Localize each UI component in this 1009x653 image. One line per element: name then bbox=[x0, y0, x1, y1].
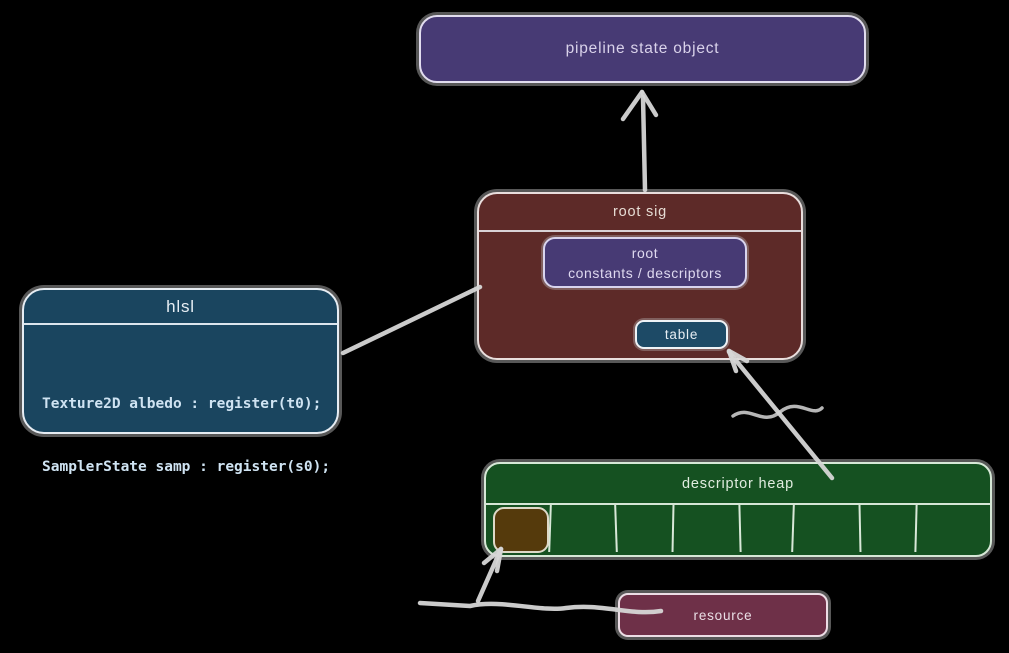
root-sig-title: root sig bbox=[613, 204, 667, 220]
heap-cell-divider bbox=[914, 504, 918, 553]
heap-cell-divider bbox=[858, 504, 862, 553]
heap-cell-divider bbox=[791, 504, 795, 553]
node-pipeline-state-object: pipeline state object bbox=[419, 15, 866, 83]
root-constants-line2: constants / descriptors bbox=[568, 264, 722, 281]
hlsl-code-line: Texture2D albedo : register(t0); bbox=[42, 396, 322, 412]
hlsl-code-line: SamplerState samp : register(s0); bbox=[42, 459, 331, 475]
descriptor-heap-divider bbox=[486, 503, 990, 505]
hlsl-divider bbox=[24, 323, 337, 325]
hlsl-code-block: Texture2D albedo : register(t0); Sampler… bbox=[42, 352, 330, 520]
heap-cell-divider bbox=[671, 504, 675, 553]
node-descriptor-heap: descriptor heap bbox=[484, 462, 992, 557]
table-label: table bbox=[664, 327, 699, 342]
node-hlsl: hlsl Texture2D albedo : register(t0); Sa… bbox=[22, 288, 339, 475]
root-sig-divider bbox=[479, 230, 801, 232]
connector-hlsl-to-rootsig bbox=[340, 284, 483, 356]
root-constants-line1: root bbox=[631, 244, 659, 261]
descriptor-heap-title: descriptor heap bbox=[682, 475, 794, 492]
node-table: table bbox=[635, 320, 728, 349]
heap-cell-divider bbox=[738, 504, 742, 553]
node-root-constants-descriptors: root constants / descriptors bbox=[543, 237, 747, 288]
node-resource: resource bbox=[618, 593, 828, 637]
hlsl-title: hlsl bbox=[166, 296, 195, 316]
resource-label: resource bbox=[693, 607, 753, 623]
pipeline-state-object-label: pipeline state object bbox=[565, 40, 720, 57]
heap-filled-descriptor-cell bbox=[493, 507, 549, 553]
arrow-rootsig-to-pso bbox=[620, 89, 659, 193]
heap-cell-divider bbox=[614, 504, 618, 553]
arrow-heap-to-table bbox=[726, 348, 835, 481]
